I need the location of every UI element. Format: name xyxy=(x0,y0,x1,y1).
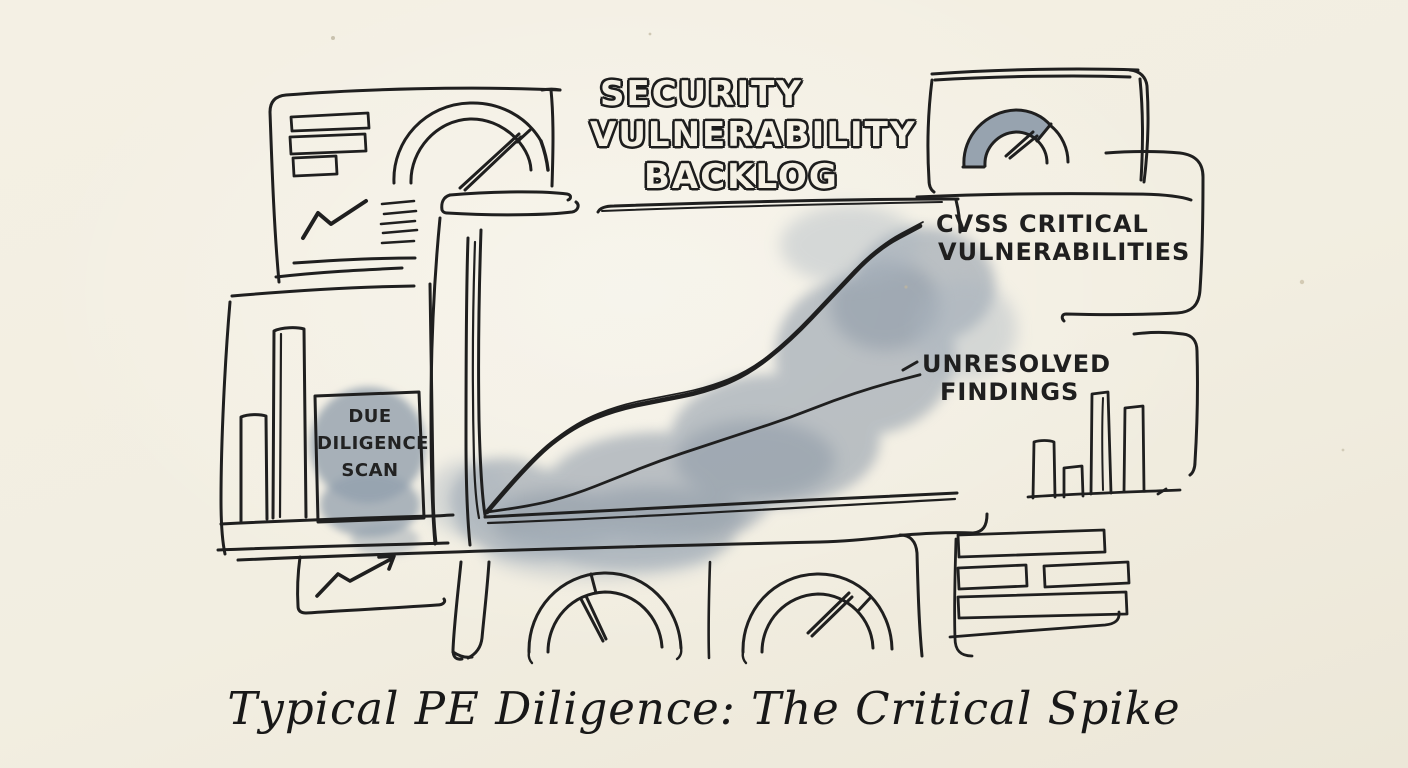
top-right-panel xyxy=(926,67,1150,194)
paper-specks xyxy=(331,32,1345,452)
right-bar-panel xyxy=(1132,331,1199,477)
unresolved-label-line-2: FINDINGS xyxy=(940,378,1080,406)
rows-left-bracket xyxy=(898,533,924,658)
series-label-ticks xyxy=(901,360,919,372)
unresolved-label-line-1: UNRESOLVED xyxy=(922,350,1112,378)
left-panel xyxy=(216,282,455,556)
scan-label-line-2: DILIGENCE xyxy=(317,433,429,454)
gauge-bottom-right-icon xyxy=(741,572,894,665)
cvss-label-line-1: CVSS CRITICAL xyxy=(936,210,1149,238)
sparkline-icon xyxy=(301,199,368,240)
caption: Typical PE Diligence: The Critical Spike xyxy=(227,682,1181,735)
scan-box-wash xyxy=(310,387,426,556)
bar-chart-left-icon xyxy=(239,326,308,523)
cvss-label-line-2: VULNERABILITIES xyxy=(938,238,1191,266)
desk-line xyxy=(236,512,989,562)
bar-chart-right-icon xyxy=(1026,390,1182,500)
gauge-divider-line xyxy=(707,560,712,660)
trend-arrow-icon xyxy=(315,554,396,598)
ribbon-strip xyxy=(451,560,491,661)
title-line-3: BACKLOG xyxy=(644,157,839,197)
top-left-panel xyxy=(268,86,562,284)
cvss-callout-bracket xyxy=(915,150,1205,323)
cvss-series-curve xyxy=(484,221,924,515)
title-line-1: SECURITY xyxy=(600,74,803,114)
scan-label-line-1: DUE xyxy=(348,406,392,427)
due-diligence-scan-label: DUE DILIGENCE SCAN xyxy=(317,403,429,484)
due-diligence-scan-box xyxy=(313,390,426,524)
report-rows-icon xyxy=(948,528,1131,658)
gauge-top-left-icon xyxy=(392,101,550,192)
speed-lines xyxy=(379,199,419,245)
unresolved-series-curve xyxy=(485,373,922,514)
chart-axes xyxy=(471,228,959,525)
scan-label-line-3: SCAN xyxy=(341,460,399,481)
trend-arrow-box xyxy=(296,555,447,615)
gauge-bottom-left-icon xyxy=(527,571,683,665)
watercolor-blob xyxy=(426,205,1017,580)
title-line-2: VULNERABILITY xyxy=(590,115,917,155)
gauge-top-right-icon xyxy=(961,108,1070,169)
list-rows-icon xyxy=(288,111,371,178)
